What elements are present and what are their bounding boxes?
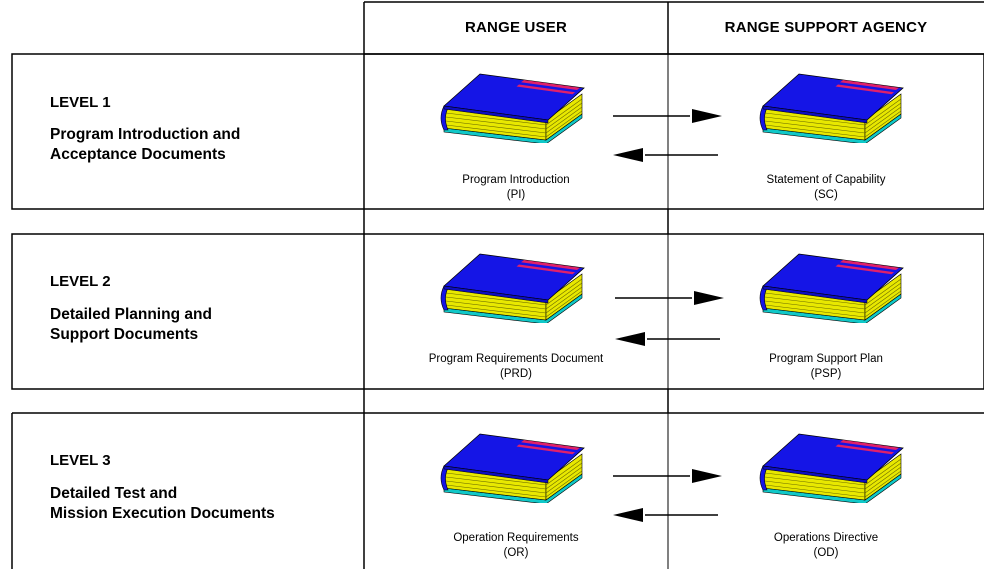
arrow-right-icon (615, 291, 724, 305)
doc-name: Statement of Capability (766, 174, 886, 186)
doc-abbr: (PRD) (500, 368, 532, 380)
arrow-right-icon (613, 109, 722, 123)
arrow-left-icon (613, 508, 718, 522)
level-title-line: Support Documents (50, 326, 199, 343)
doc-name: Program Introduction (462, 174, 570, 186)
doc-name: Operation Requirements (453, 532, 579, 544)
level-title: Program Introduction and Acceptance Docu… (50, 125, 240, 165)
doc-abbr: (SC) (814, 189, 838, 201)
doc-caption-or: Operation Requirements (OR) (364, 531, 668, 561)
doc-abbr: (OR) (503, 547, 529, 559)
level-label: LEVEL 3 (50, 452, 111, 469)
doc-caption-prd: Program Requirements Document (PRD) (364, 352, 668, 382)
level-title: Detailed Test and Mission Execution Docu… (50, 484, 275, 524)
doc-name: Program Support Plan (769, 353, 883, 365)
doc-caption-od: Operations Directive (OD) (668, 531, 984, 561)
level-title-line: Program Introduction and (50, 126, 241, 143)
arrow-left-icon (613, 148, 718, 162)
doc-abbr: (PI) (506, 189, 526, 201)
doc-name: Operations Directive (773, 532, 879, 544)
level-label: LEVEL 1 (50, 94, 111, 111)
level-title-line: Detailed Planning and (50, 306, 212, 323)
level-title-line: Detailed Test and (50, 485, 178, 502)
arrow-left-icon (615, 332, 720, 346)
doc-abbr: (PSP) (810, 368, 842, 380)
header-range-user: RANGE USER (464, 18, 567, 36)
level-title-line: Mission Execution Documents (50, 505, 275, 522)
doc-abbr: (OD) (813, 547, 839, 559)
doc-caption-psp: Program Support Plan (PSP) (668, 352, 984, 382)
level-title-line: Acceptance Documents (50, 146, 226, 163)
level-label: LEVEL 2 (50, 273, 111, 290)
doc-caption-pi: Program Introduction (PI) (364, 173, 668, 203)
arrow-right-icon (613, 469, 722, 483)
doc-name: Program Requirements Document (428, 353, 604, 365)
doc-caption-sc: Statement of Capability (SC) (668, 173, 984, 203)
level-title: Detailed Planning and Support Documents (50, 305, 212, 345)
header-range-support-agency: RANGE SUPPORT AGENCY (724, 18, 928, 36)
